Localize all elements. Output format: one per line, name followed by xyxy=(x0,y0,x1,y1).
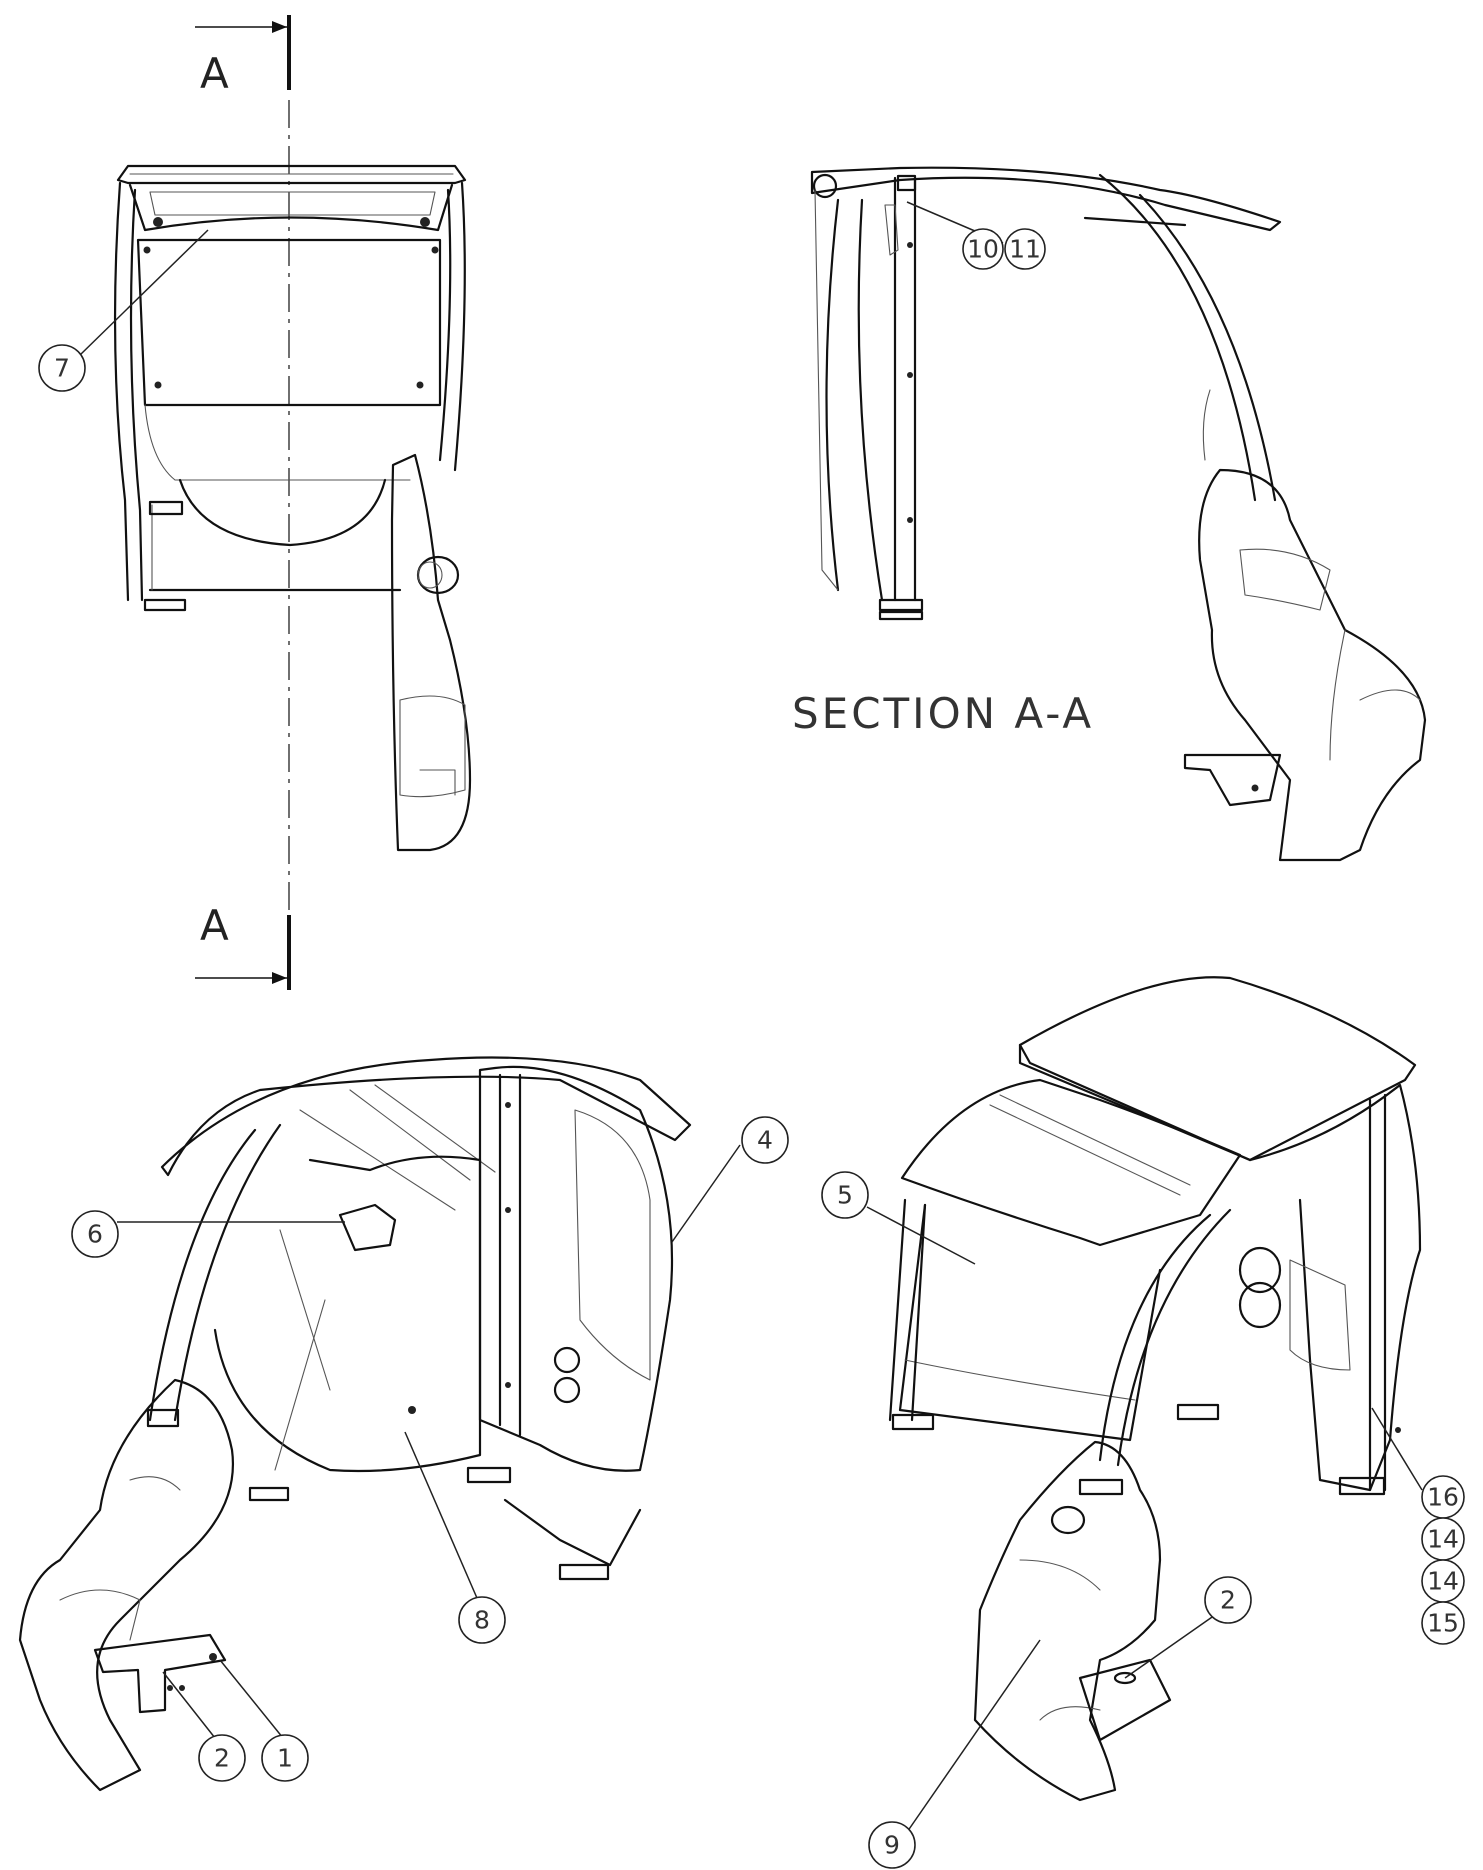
svg-text:9: 9 xyxy=(884,1831,900,1860)
svg-text:2: 2 xyxy=(1220,1586,1236,1615)
svg-text:8: 8 xyxy=(474,1606,490,1635)
callout-10: 10 xyxy=(962,228,1004,270)
callout-9: 9 xyxy=(868,1821,916,1869)
iso-view-right xyxy=(888,976,1422,1802)
callout-2-right: 2 xyxy=(1204,1576,1252,1624)
svg-text:4: 4 xyxy=(757,1126,773,1155)
svg-text:14: 14 xyxy=(1427,1525,1459,1554)
callout-11: 11 xyxy=(1004,228,1046,270)
callout-6: 6 xyxy=(71,1210,119,1258)
svg-text:6: 6 xyxy=(87,1220,103,1249)
callout-7: 7 xyxy=(38,344,86,392)
callout-8: 8 xyxy=(458,1596,506,1644)
callout-5: 5 xyxy=(821,1171,869,1219)
section-title: SECTION A-A xyxy=(792,689,1094,738)
svg-text:16: 16 xyxy=(1427,1483,1459,1512)
section-view: SECTION A-A xyxy=(792,166,1427,862)
callout-2-left: 2 xyxy=(198,1734,246,1782)
iso-view-left xyxy=(18,1056,692,1792)
callout-leaders xyxy=(79,201,1423,1836)
svg-text:11: 11 xyxy=(1009,235,1041,264)
front-view xyxy=(113,164,472,852)
section-letter-top: A xyxy=(200,49,229,98)
svg-text:5: 5 xyxy=(837,1181,853,1210)
callout-14-b: 14 xyxy=(1421,1559,1465,1603)
callout-16: 16 xyxy=(1421,1475,1465,1519)
callout-14-a: 14 xyxy=(1421,1517,1465,1561)
callout-15: 15 xyxy=(1421,1601,1465,1645)
callout-4: 4 xyxy=(741,1116,789,1164)
callout-1: 1 xyxy=(261,1734,309,1782)
svg-text:10: 10 xyxy=(967,235,999,264)
svg-text:7: 7 xyxy=(54,354,70,383)
section-cut-line: A A xyxy=(195,15,291,990)
svg-text:2: 2 xyxy=(214,1744,230,1773)
section-letter-bottom: A xyxy=(200,901,229,950)
svg-text:14: 14 xyxy=(1427,1567,1459,1596)
svg-text:1: 1 xyxy=(277,1744,293,1773)
svg-text:15: 15 xyxy=(1427,1609,1459,1638)
